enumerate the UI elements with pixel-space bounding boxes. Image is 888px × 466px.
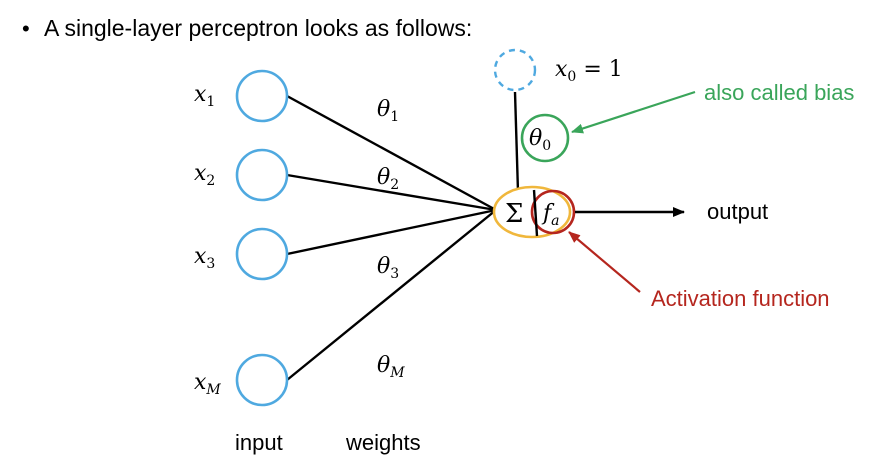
edge-bias — [513, 91, 520, 193]
edge-x3 — [286, 208, 497, 256]
activation-node — [530, 189, 576, 235]
sum-symbol: Σ — [505, 199, 523, 229]
bullet: • — [22, 16, 30, 41]
bias-weight-label: θ0 — [529, 126, 551, 154]
weight-label-2: θ2 — [377, 165, 399, 193]
input-node-2 — [235, 148, 289, 202]
weight-label-1: θ1 — [377, 97, 399, 125]
bias-annotation-arrow — [571, 90, 696, 134]
bias-weight-node — [520, 113, 570, 163]
input-label-1: x1 — [194, 82, 215, 110]
input-label-2: x2 — [194, 161, 215, 189]
input-node-1 — [235, 69, 289, 123]
heading: A single-layer perceptron looks as follo… — [44, 15, 472, 41]
summation-divider — [532, 189, 539, 237]
activation-annotation: Activation function — [651, 286, 830, 311]
weight-label-3: θ3 — [377, 254, 399, 282]
edge-xm — [286, 209, 497, 381]
input-label-m: xM — [194, 370, 221, 398]
activation-annotation-arrow — [568, 231, 641, 293]
bias-node — [493, 48, 537, 92]
weight-label-m: θM — [377, 353, 405, 381]
edge-x2 — [286, 173, 497, 212]
input-node-3 — [235, 227, 289, 281]
edge-x1 — [286, 94, 497, 212]
input-caption: input — [235, 430, 283, 455]
output-label: output — [707, 199, 768, 224]
bias-annotation: also called bias — [704, 80, 854, 105]
input-label-3: x3 — [194, 244, 215, 272]
weights-caption: weights — [345, 430, 421, 455]
input-node-m — [235, 353, 289, 407]
bias-node-label: x0 = 1 — [555, 57, 623, 85]
